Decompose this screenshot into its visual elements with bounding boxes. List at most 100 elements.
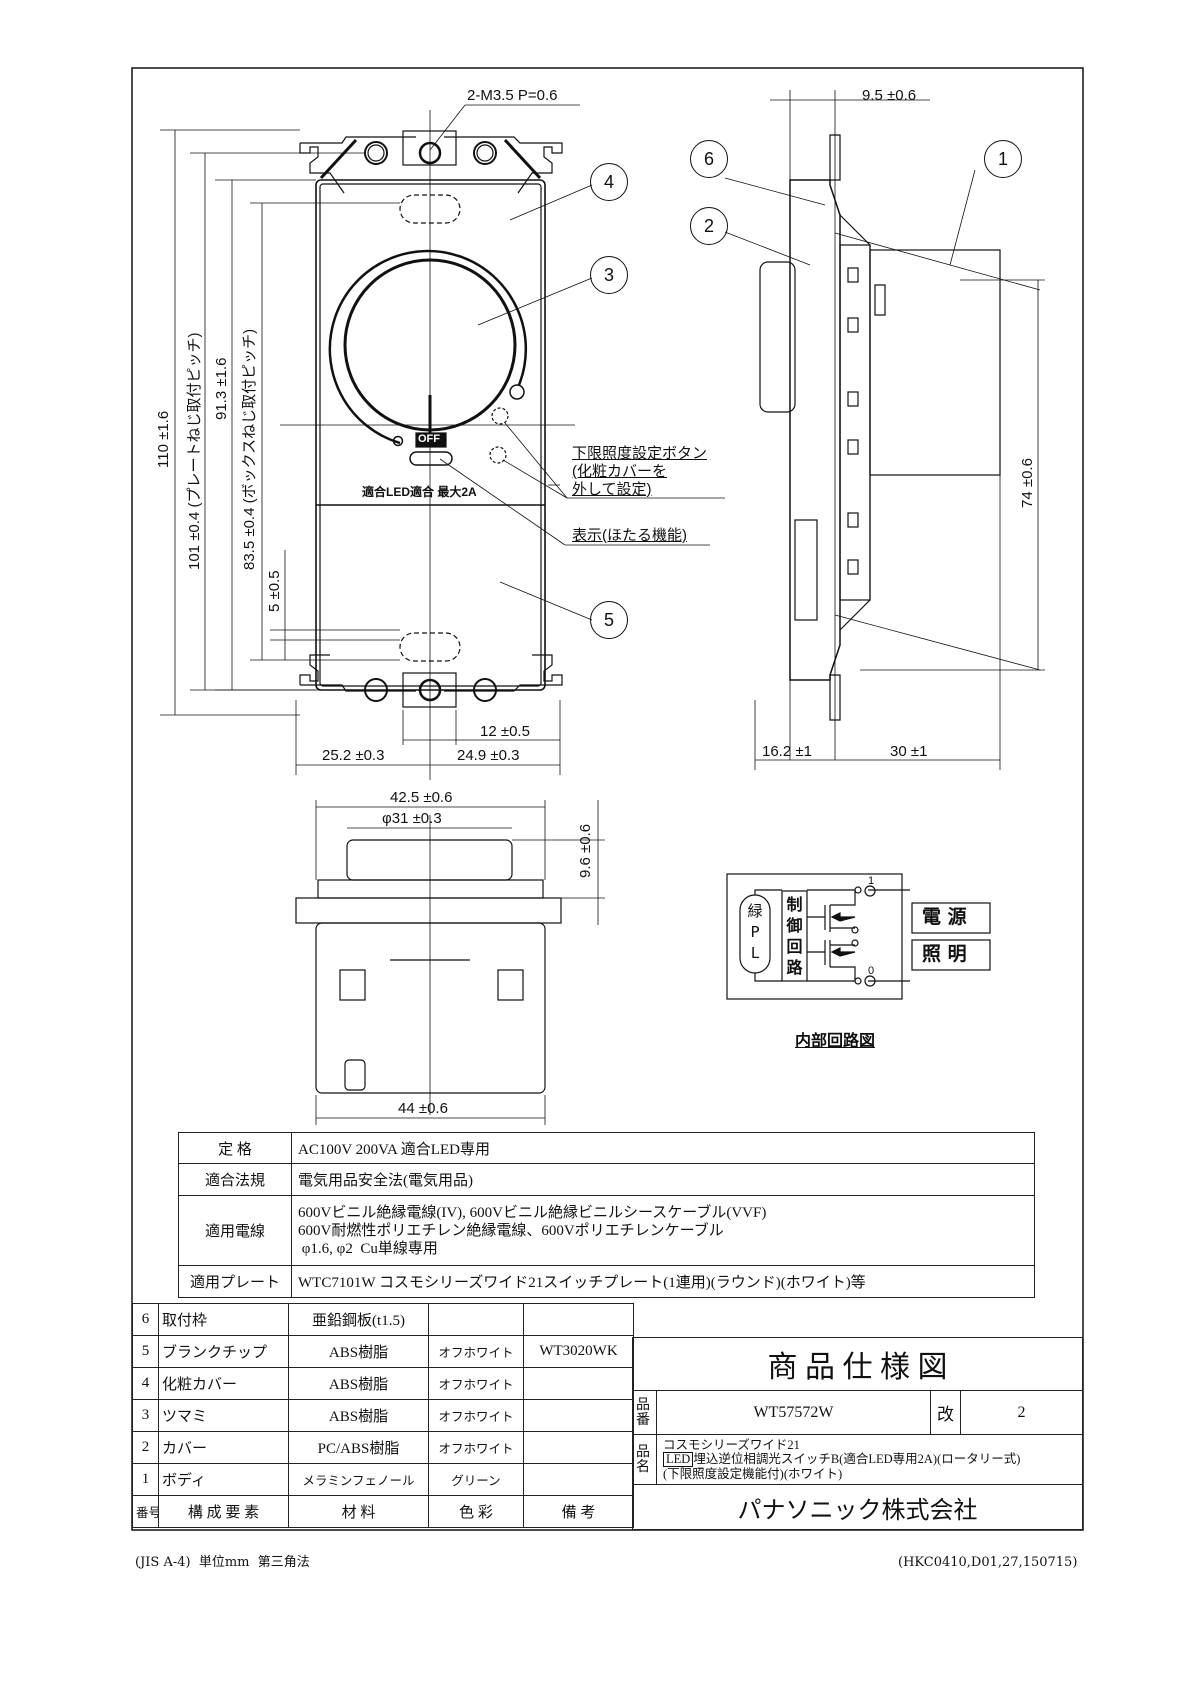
spec-label: 適合法規 — [178, 1163, 292, 1196]
pilot-char: 緑 — [747, 902, 763, 920]
balloon-label: 2 — [703, 215, 714, 236]
part-name: ブランクチップ — [158, 1335, 289, 1368]
side-view — [724, 90, 1045, 770]
part-no: 2 — [132, 1431, 159, 1464]
balloon-4: 4 — [590, 163, 628, 201]
revision-label: 改 — [930, 1390, 961, 1435]
rating-label: 適合LED適合 最大2A — [362, 485, 477, 499]
part-color: オフホワイト — [428, 1399, 524, 1432]
drawing-frame — [131, 67, 1084, 1531]
circuit-diagram — [726, 873, 991, 1000]
dim-plate-pitch: 101 ±0.4 (プレートねじ取付ピッチ) — [186, 332, 203, 570]
header-name: 構 成 要 素 — [158, 1495, 289, 1528]
footer-right: (HKC0410,D01,27,150715) — [898, 1555, 1078, 1570]
product-name-main: 埋込逆位相調光スイッチB(適合LED専用2A)(ロータリー式) — [693, 1452, 1021, 1466]
product-name-line: コスモシリーズワイド21 — [663, 1438, 800, 1452]
dim-box-pitch: 83.5 ±0.4 (ボックスねじ取付ピッチ) — [241, 328, 258, 570]
dim-bottom-44: 44 ±0.6 — [398, 1100, 448, 1117]
terminal-0: 0 — [868, 965, 875, 977]
spec-value: WTC7101W コスモシリーズワイド21スイッチプレート(1連用)(ラウンド)… — [291, 1265, 1035, 1298]
off-label: OFF — [418, 433, 440, 445]
spec-line: φ1.6, φ2 Cu単線専用 — [298, 1240, 438, 1257]
dim-bottom-42: 42.5 ±0.6 — [390, 789, 453, 806]
part-note — [523, 1431, 634, 1464]
dim-side-16: 16.2 ±1 — [762, 743, 812, 760]
drawing-title: 商 品 仕 様 図 — [632, 1337, 1083, 1391]
control-char: 制 — [786, 895, 803, 914]
part-no: 1 — [132, 1463, 159, 1496]
balloon-label: 6 — [703, 148, 714, 169]
part-note — [523, 1303, 634, 1336]
header-color: 色 彩 — [428, 1495, 524, 1528]
part-material: ABS樹脂 — [288, 1399, 429, 1432]
part-color: グリーン — [428, 1463, 524, 1496]
callout-button-2: (化粧カバーを — [572, 463, 667, 480]
balloon-label: 4 — [603, 171, 614, 192]
part-number: WT57572W — [656, 1390, 931, 1435]
part-material: ABS樹脂 — [288, 1335, 429, 1368]
led-tag: LED — [663, 1452, 694, 1467]
control-circuit-label: 制御回路 — [785, 894, 804, 978]
spec-value: 電気用品安全法(電気用品) — [291, 1163, 1035, 1196]
spec-label: 適用プレート — [178, 1265, 292, 1298]
part-name: ツマミ — [158, 1399, 289, 1432]
part-no: 3 — [132, 1399, 159, 1432]
company-name: パナソニック株式会社 — [632, 1484, 1083, 1530]
control-char: 路 — [786, 958, 803, 977]
circuit-title: 内部回路図 — [795, 1031, 876, 1050]
product-name-line: (下限照度設定機能付)(ホワイト) — [663, 1467, 843, 1481]
spec-label: 適用電線 — [178, 1195, 292, 1266]
table-header-row: 番号構 成 要 素材 料色 彩備 考 — [132, 1495, 634, 1528]
part-no: 5 — [132, 1335, 159, 1368]
part-no: 4 — [132, 1367, 159, 1400]
spec-label: 定 格 — [178, 1132, 292, 1164]
header-material: 材 料 — [288, 1495, 429, 1528]
spec-value: AC100V 200VA 適合LED専用 — [291, 1132, 1035, 1164]
balloon-1: 1 — [984, 140, 1022, 178]
control-char: 御 — [786, 916, 803, 935]
part-color: オフホワイト — [428, 1335, 524, 1368]
balloon-label: 3 — [603, 264, 614, 285]
part-no-label: 品番 — [632, 1390, 657, 1435]
pilot-char: P — [750, 923, 760, 941]
part-name: カバー — [158, 1431, 289, 1464]
dim-side-74: 74 ±0.6 — [1019, 458, 1036, 508]
spec-line: 600V耐燃性ポリエチレン絶縁電線、600Vポリエチレンケーブル — [298, 1222, 724, 1239]
balloon-label: 1 — [997, 148, 1008, 169]
spec-line: 600Vビニル絶縁電線(IV), 600Vビニル絶縁ビニルシースケーブル(VVF… — [298, 1204, 767, 1221]
part-material: 亜鉛鋼板(t1.5) — [288, 1303, 429, 1336]
dim-side-30: 30 ±1 — [890, 743, 928, 760]
pilot-char: L — [750, 944, 760, 962]
balloon-2: 2 — [690, 207, 728, 245]
dim-knob-h: 9.6 ±0.6 — [577, 823, 594, 878]
part-color — [428, 1303, 524, 1336]
bottom-view — [295, 800, 605, 1125]
header-note: 備 考 — [523, 1495, 634, 1528]
part-note: WT3020WK — [523, 1335, 634, 1368]
part-color: オフホワイト — [428, 1367, 524, 1400]
spec-value: 600Vビニル絶縁電線(IV), 600Vビニル絶縁ビニルシースケーブル(VVF… — [291, 1195, 1035, 1266]
part-color: オフホワイト — [428, 1431, 524, 1464]
balloon-label: 5 — [603, 609, 614, 630]
callout-button-1: 下限照度設定ボタン — [572, 445, 708, 462]
dim-side-top: 9.5 ±0.6 — [862, 87, 917, 104]
dim-cover-91: 91.3 ±1.6 — [213, 357, 230, 420]
dim-knob-dia: φ31 ±0.3 — [382, 810, 442, 827]
dim-5: 5 ±0.5 — [266, 570, 283, 612]
light-label: 照 明 — [922, 943, 967, 965]
front-view — [160, 104, 725, 780]
terminal-1: 1 — [868, 875, 875, 887]
balloon-3: 3 — [590, 256, 628, 294]
part-name: 取付枠 — [158, 1303, 289, 1336]
callout-indicator: 表示(ほたる機能) — [572, 527, 687, 544]
part-material: ABS樹脂 — [288, 1367, 429, 1400]
balloon-6: 6 — [690, 140, 728, 178]
